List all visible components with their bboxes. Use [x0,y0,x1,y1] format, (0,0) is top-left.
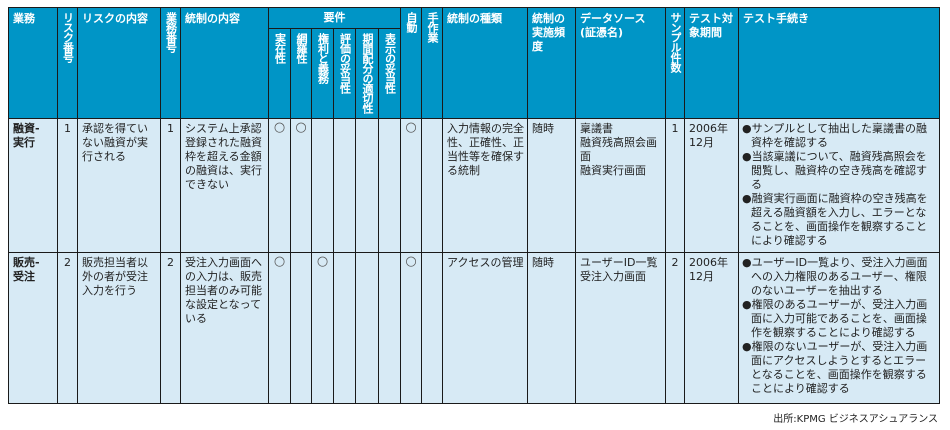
source-caption: 出所:KPMG ビジネスアシュアランス [773,414,938,425]
header-risk-no: リスク番号 [57,7,78,119]
cell-test-period: 2006年12月 [684,118,740,253]
cell-control-content: システム上承認登録された融資枠を超える金額の融資は、実行できない [180,118,269,253]
header-req-valuation: 評価の妥当性 [333,28,356,119]
header-control-content: 統制の内容 [180,7,269,119]
cell-manual [421,252,444,404]
table-row: 融資-実行 1 承認を得ていない融資が実行される 1 システム上承認登録された融… [8,118,940,253]
header-business: 業務 [8,7,58,119]
header-req-rights: 権利と義務 [311,28,334,119]
cell-risk-no: 2 [57,252,78,404]
cell-risk-content: 承認を得ていない融資が実行される [77,118,161,253]
cell-risk-content: 販売担当者以外の者が受注入力を行う [77,252,161,404]
cell-business: 融資-実行 [8,118,58,253]
procedure-step: ●権限のないユーザーが、受注入力画面にアクセスしようとするとエラーとなることを、… [742,340,928,395]
cell-control-content: 受注入力画面への入力は、販売担当者のみ可能な設定となっている [180,252,269,404]
header-data-source: データソース(証憑名) [575,7,667,119]
cell-req-existence: ○ [268,118,291,253]
cell-req-valuation [333,252,356,404]
cell-req-completeness [290,252,312,404]
cell-req-cutoff [355,252,379,404]
cell-data-source: 稟議書 融資残高照会画面 融資実行画面 [575,118,667,253]
internal-control-table: 業務 リスク番号 リスクの内容 業務番号 統制の内容 要件 自動 手作業 統制の… [8,7,940,404]
header-req-cutoff: 期間配分の適切性 [355,28,379,119]
procedure-step: ●融資実行画面に融資枠の空き残高を超える融資額を入力し、エラーとなることを、画面… [742,192,928,247]
header-sample-count: サンプル件数 [665,7,686,119]
header-req-existence: 実在性 [268,28,291,119]
cell-business-no: 1 [160,118,181,253]
header-frequency: 統制の実施頻度 [527,7,577,119]
cell-automatic: ○ [400,118,423,253]
table-row: 販売-受注 2 販売担当者以外の者が受注入力を行う 2 受注入力画面への入力は、… [8,252,940,404]
cell-risk-no: 1 [57,118,78,253]
cell-req-valuation [333,118,356,253]
header-manual: 手作業 [421,7,444,119]
cell-sample-count: 2 [665,252,686,404]
header-requirements-group: 要件 [267,7,402,29]
procedure-step: ●ユーザーID一覧より、受注入力画面への入力権限のあるユーザー、権限のないユーザ… [742,256,928,297]
cell-control-type: 入力情報の完全性、正確性、正当性等を確保する統制 [442,118,529,253]
cell-test-period: 2006年12月 [684,252,740,404]
header-control-type: 統制の種類 [442,7,529,119]
header-test-procedure: テスト手続き [738,7,940,119]
cell-req-presentation [377,118,402,253]
cell-data-source: ユーザーID一覧受注入力画面 [575,252,667,404]
cell-req-existence: ○ [268,252,291,404]
cell-frequency: 随時 [527,118,577,253]
procedure-step: ●サンプルとして抽出した稟議書の融資枠を確認する [742,122,927,149]
header-test-period: テスト対象期間 [684,7,740,119]
procedure-step: ●権限のあるユーザーが、受注入力画面に入力可能であることを、画面操作を観察するこ… [742,298,928,339]
cell-frequency: 随時 [527,252,577,404]
header-automatic: 自動 [400,7,423,119]
cell-req-rights [311,118,334,253]
header-business-no: 業務番号 [160,7,181,119]
cell-test-procedure: ●ユーザーID一覧より、受注入力画面への入力権限のあるユーザー、権限のないユーザ… [738,252,940,404]
cell-automatic: ○ [400,252,423,404]
cell-req-rights: ○ [311,252,334,404]
cell-test-procedure: ●サンプルとして抽出した稟議書の融資枠を確認する ●当該稟議について、融資残高照… [738,118,940,253]
cell-req-presentation [377,252,402,404]
cell-business: 販売-受注 [8,252,58,404]
header-risk-content: リスクの内容 [77,7,161,119]
cell-req-completeness: ○ [290,118,312,253]
cell-manual [421,118,444,253]
header-req-presentation: 表示の妥当性 [377,28,402,119]
procedure-step: ●当該稟議について、融資残高照会を閲覧し、融資枠の空き残高を確認する [742,150,928,191]
cell-req-cutoff [355,118,379,253]
cell-sample-count: 1 [665,118,686,253]
cell-business-no: 2 [160,252,181,404]
cell-control-type: アクセスの管理 [442,252,529,404]
header-req-completeness: 網羅性 [290,28,312,119]
